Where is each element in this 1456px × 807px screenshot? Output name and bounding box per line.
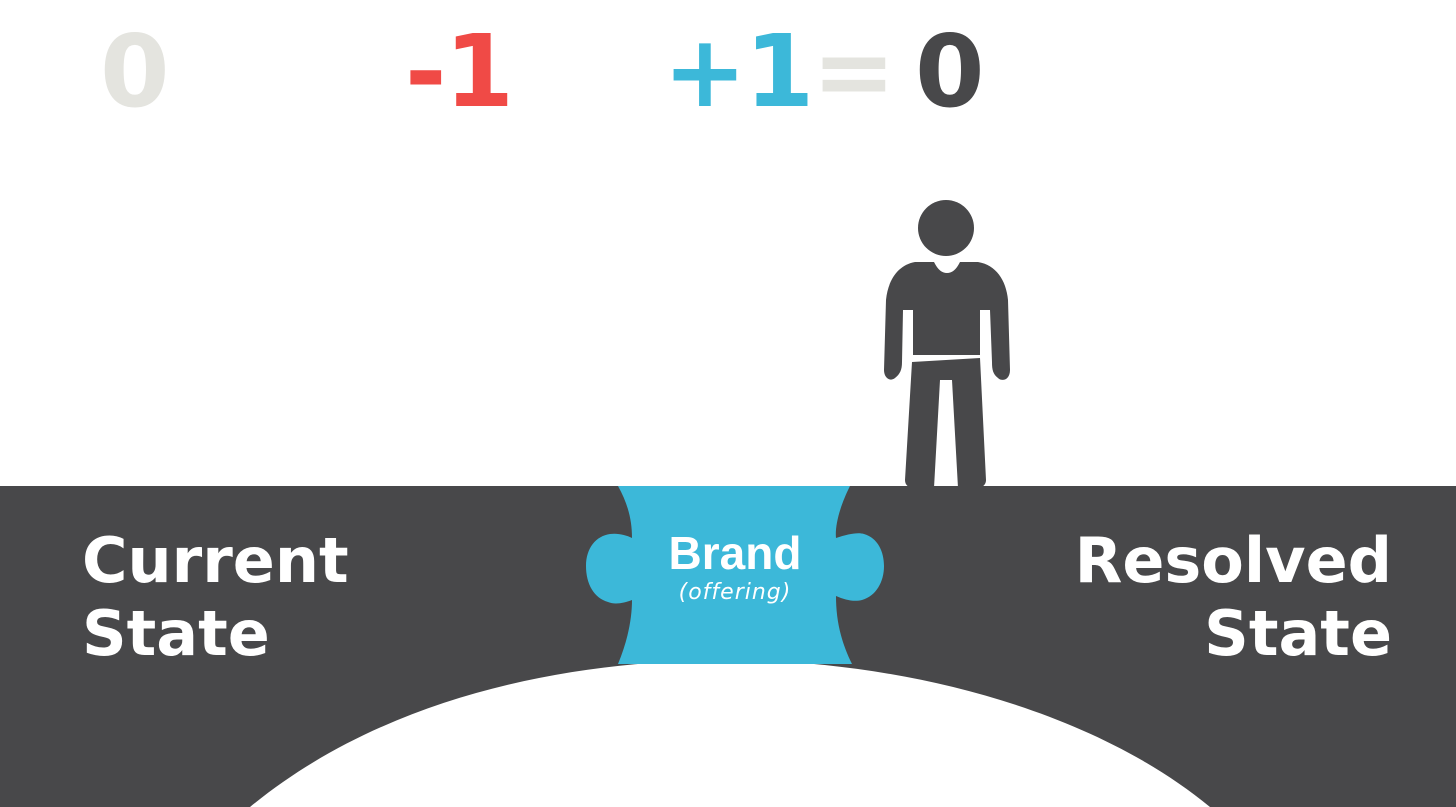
equation-start-value: 0: [100, 13, 170, 130]
resolved-state-label: Resolved State: [1075, 524, 1392, 670]
resolved-state-line-1: Resolved: [1074, 524, 1392, 597]
puzzle-piece-icon: [586, 486, 884, 664]
current-state-label: Current State: [82, 524, 349, 670]
current-state-line-2: State: [82, 597, 270, 670]
current-state-line-1: Current: [82, 524, 349, 597]
equation-result: 0: [915, 13, 985, 130]
equation-negative-term: -1: [405, 13, 514, 130]
resolved-state-line-2: State: [1204, 597, 1392, 670]
brand-subtitle: (offering): [678, 580, 792, 605]
puzzle-label: Brand (offering): [630, 528, 840, 608]
person-standing-icon: [884, 200, 1010, 489]
brand-title: Brand: [668, 527, 802, 579]
equation-positive-term: +1: [663, 13, 814, 130]
equation-equals-sign: =: [812, 13, 896, 130]
